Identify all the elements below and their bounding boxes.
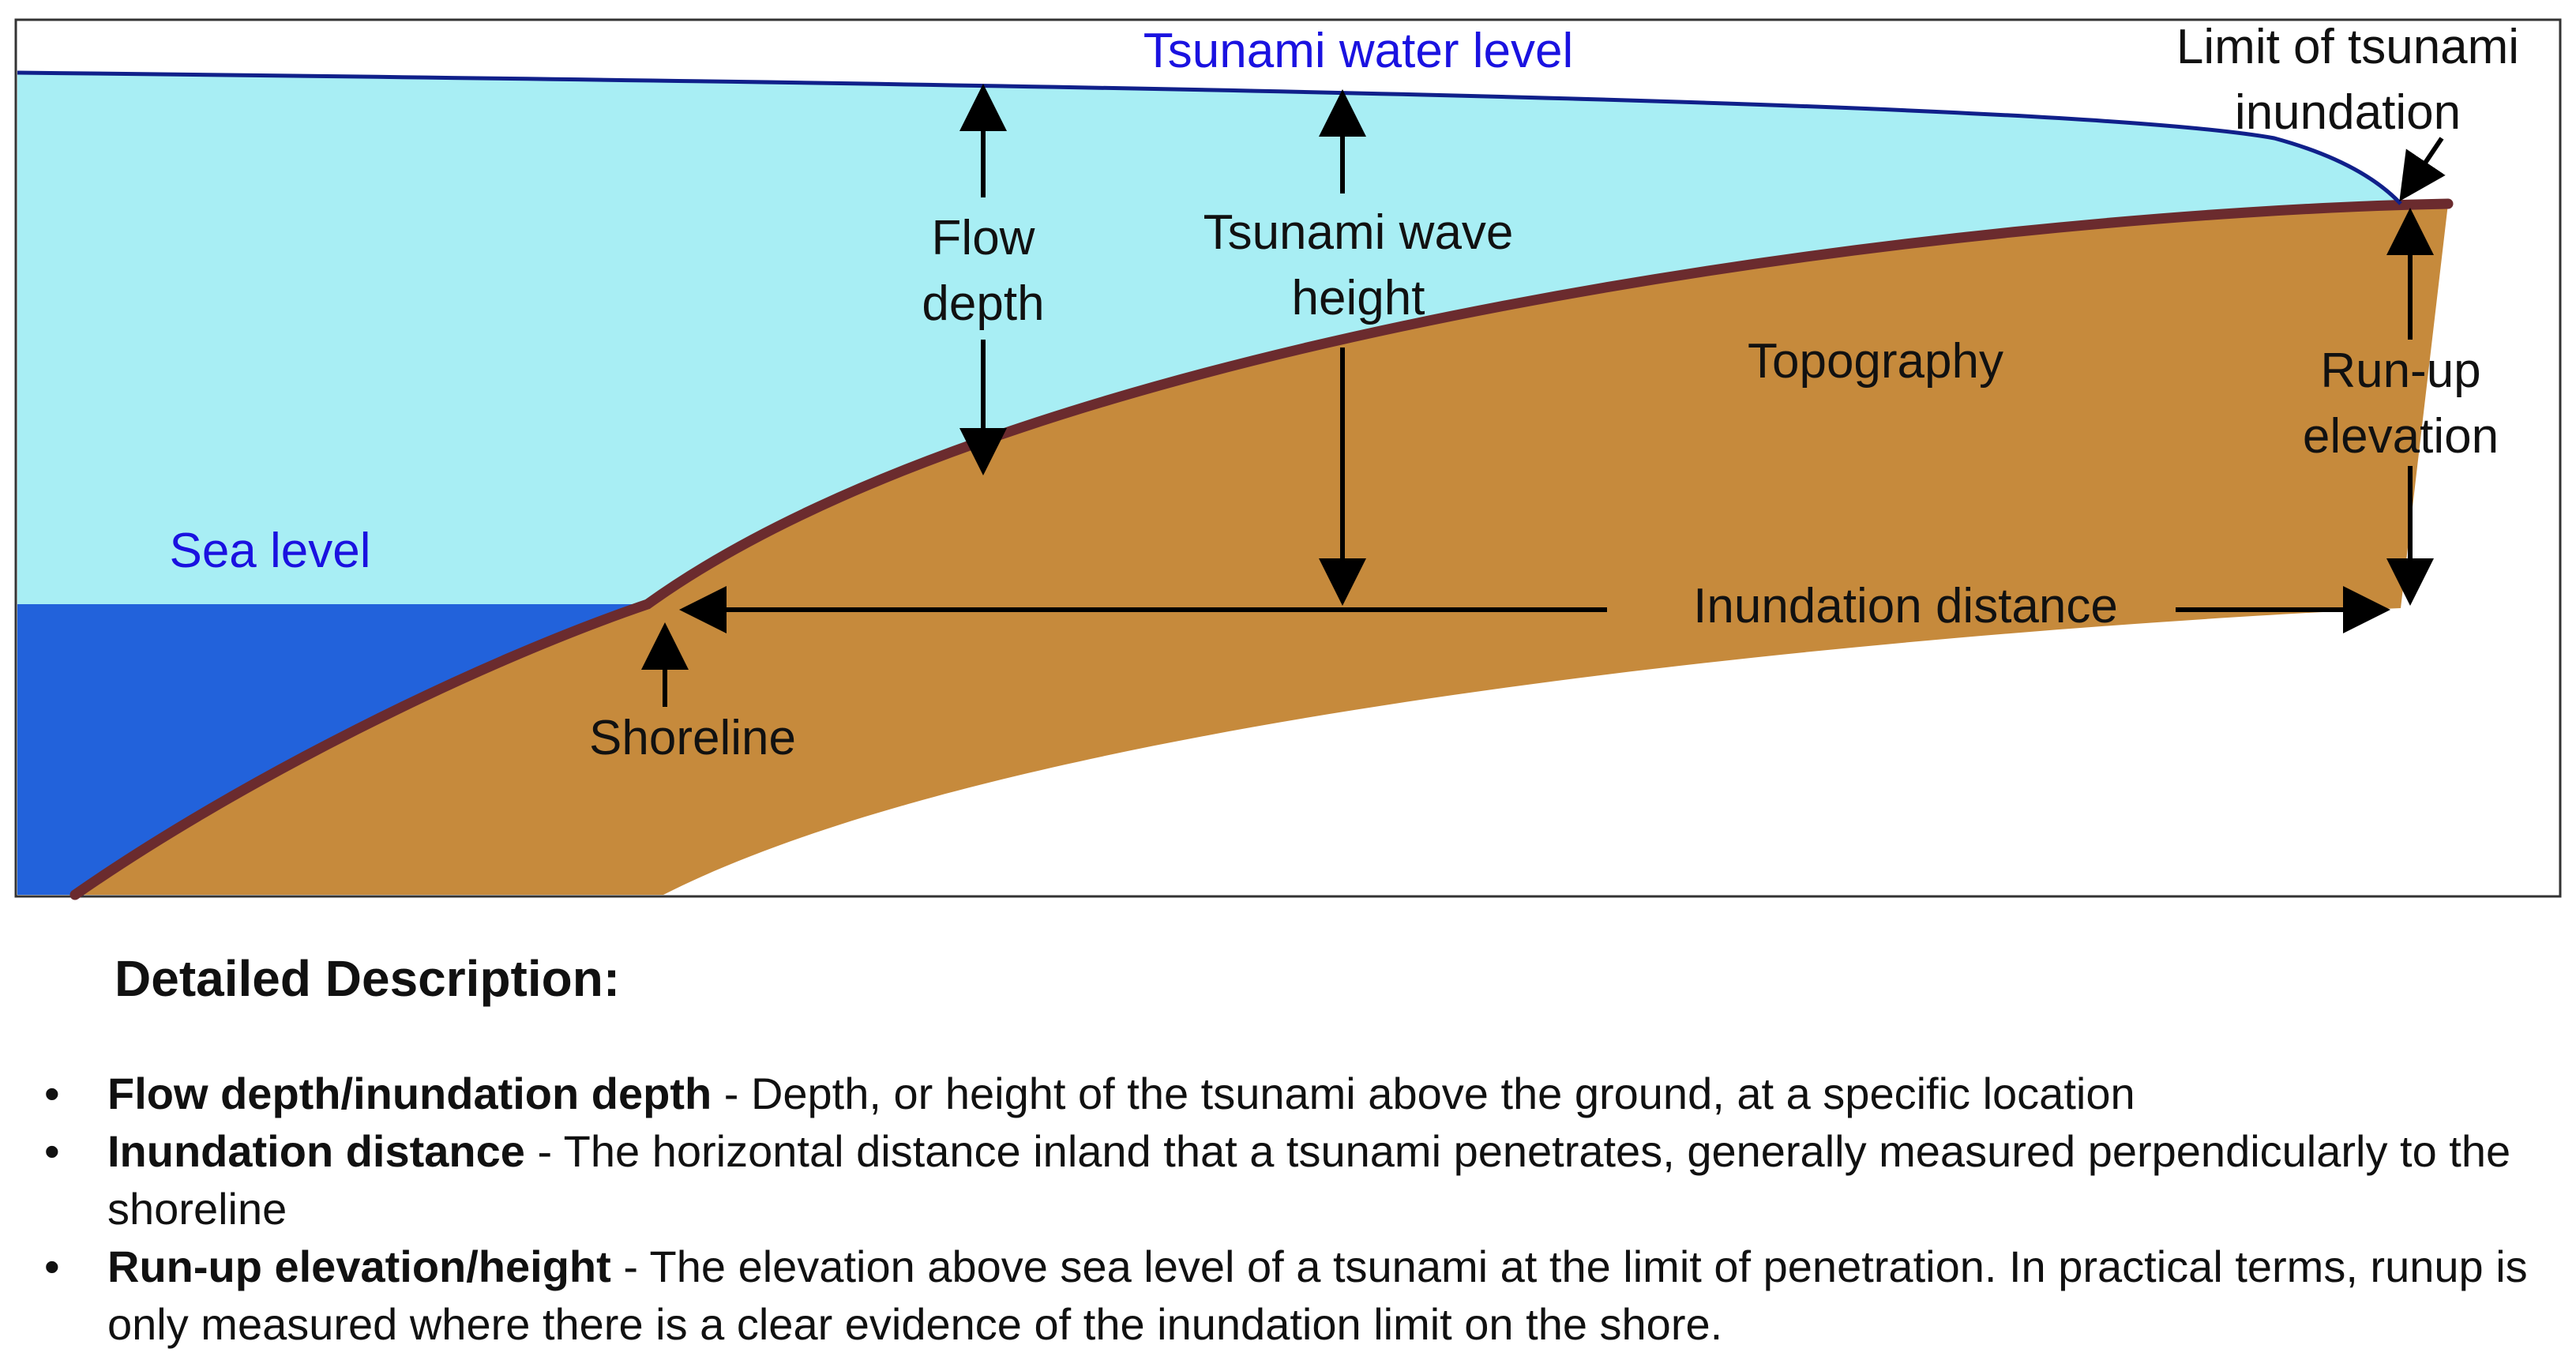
description-item-inundation-distance: • Inundation distance - The horizontal d… (0, 1122, 2576, 1238)
definition-runup-elevation: - The elevation above sea level of a tsu… (107, 1242, 2528, 1349)
flow-depth-label-line2: depth (922, 276, 1044, 331)
tsunami-diagram: Tsunami water level Limit of tsunami inu… (14, 18, 2562, 900)
wave-height-label-line2: height (1292, 271, 1425, 325)
wave-height-label-line1: Tsunami wave (1204, 205, 1514, 260)
ground-surface-line (69, 198, 2454, 900)
bullet-mark: • (44, 1242, 60, 1291)
description-item-runup-elevation: • Run-up elevation/height - The elevatio… (0, 1238, 2576, 1353)
flow-depth-label-line1: Flow (932, 211, 1035, 265)
term-runup-elevation: Run-up elevation/height (107, 1242, 611, 1291)
shoreline-label: Shoreline (589, 711, 796, 765)
description-list: • Flow depth/inundation depth - Depth, o… (0, 1065, 2576, 1353)
runup-elevation-label-line1: Run-up (2320, 344, 2480, 398)
tsunami-water-body (17, 73, 2448, 604)
term-flow-depth: Flow depth/inundation depth (107, 1069, 712, 1118)
limit-pointer-arrow (2399, 137, 2446, 201)
definition-flow-depth: - Depth, or height of the tsunami above … (712, 1069, 2135, 1118)
tsunami-water-level-label: Tsunami water level (1143, 24, 1573, 78)
description-title: Detailed Description: (115, 950, 621, 1007)
inundation-distance-label: Inundation distance (1693, 579, 2118, 633)
term-inundation-distance: Inundation distance (107, 1126, 525, 1176)
definition-inundation-distance: - The horizontal distance inland that a … (107, 1126, 2511, 1234)
limit-inundation-label-line1: Limit of tsunami (2176, 20, 2519, 74)
sea-level-label: Sea level (169, 524, 370, 578)
description-item-flow-depth: • Flow depth/inundation depth - Depth, o… (0, 1065, 2576, 1122)
limit-inundation-label-line2: inundation (2235, 85, 2461, 140)
tsunami-surface-line (17, 70, 2402, 205)
topography-label: Topography (1748, 334, 2003, 389)
land-region (75, 204, 2448, 895)
runup-elevation-label-line2: elevation (2303, 409, 2499, 464)
bullet-mark: • (44, 1069, 60, 1118)
sea-region (17, 604, 648, 895)
bullet-mark: • (44, 1126, 60, 1176)
